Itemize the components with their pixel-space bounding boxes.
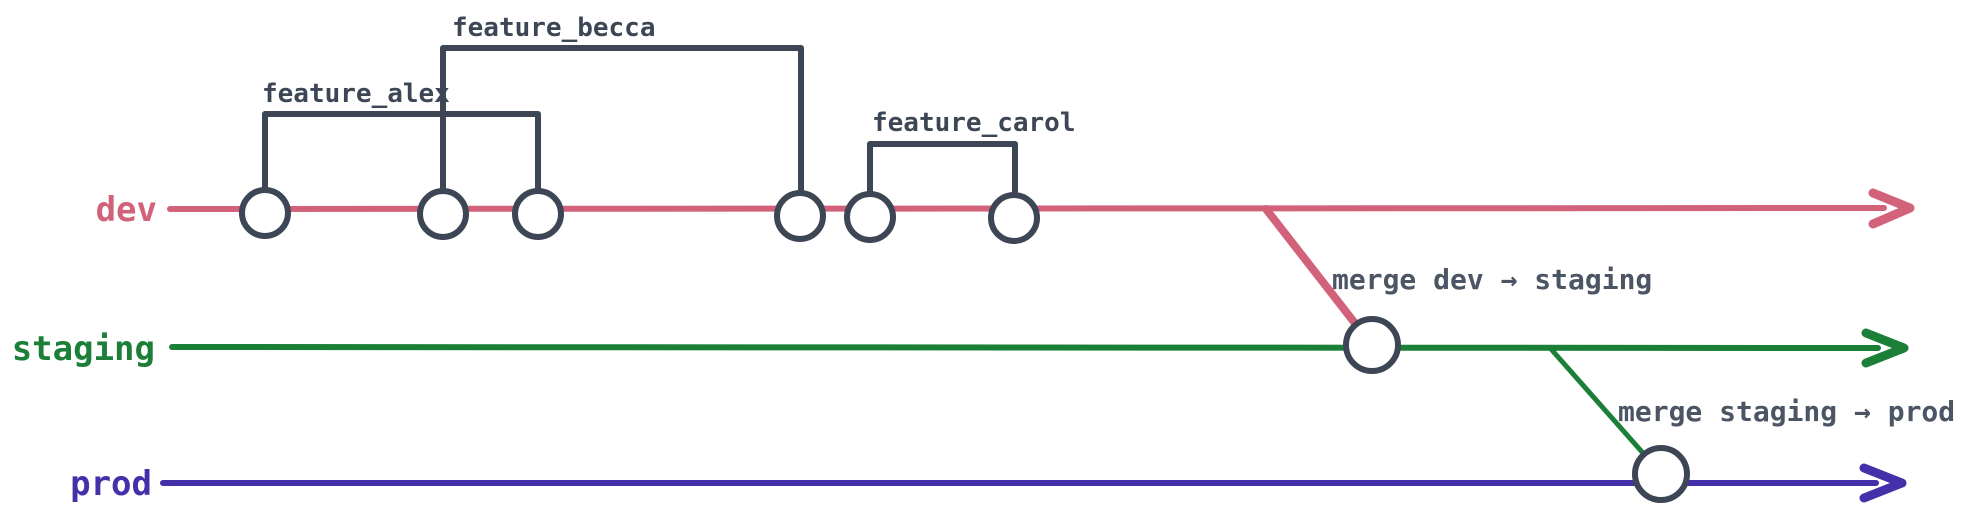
feature-alex-bracket xyxy=(262,111,541,195)
merge-dev-staging-label: merge dev → staging xyxy=(1332,263,1652,296)
feature-becca-bracket xyxy=(440,45,804,197)
feature-becca-label: feature_becca xyxy=(452,13,656,43)
dev-arrowhead-icon xyxy=(1868,188,1915,229)
dev-branch-label: dev xyxy=(96,190,157,230)
staging-branch-label: staging xyxy=(12,329,155,369)
feature-carol-label: feature_carol xyxy=(872,108,1076,138)
commit-node xyxy=(844,191,896,243)
prod-arrowhead-icon xyxy=(1859,463,1907,503)
commit-node xyxy=(512,188,564,240)
staging-arrowhead-icon xyxy=(1861,328,1909,368)
commit-node xyxy=(239,187,291,239)
prod-branch-label: prod xyxy=(70,464,152,504)
commit-node xyxy=(774,190,826,242)
staging-branch-line xyxy=(169,344,1881,351)
feature-carol-bracket xyxy=(867,141,1018,199)
merge-staging-prod-label: merge staging → prod xyxy=(1618,395,1955,428)
merge-commit-node-staging xyxy=(1343,316,1401,374)
merge-commit-node-prod xyxy=(1632,445,1690,503)
commit-node xyxy=(988,192,1040,244)
merge-dev-to-staging-line xyxy=(1262,205,1372,344)
merge-staging-to-prod-line xyxy=(1548,346,1661,473)
commit-node xyxy=(417,188,469,240)
feature-alex-label: feature_alex xyxy=(262,79,450,109)
